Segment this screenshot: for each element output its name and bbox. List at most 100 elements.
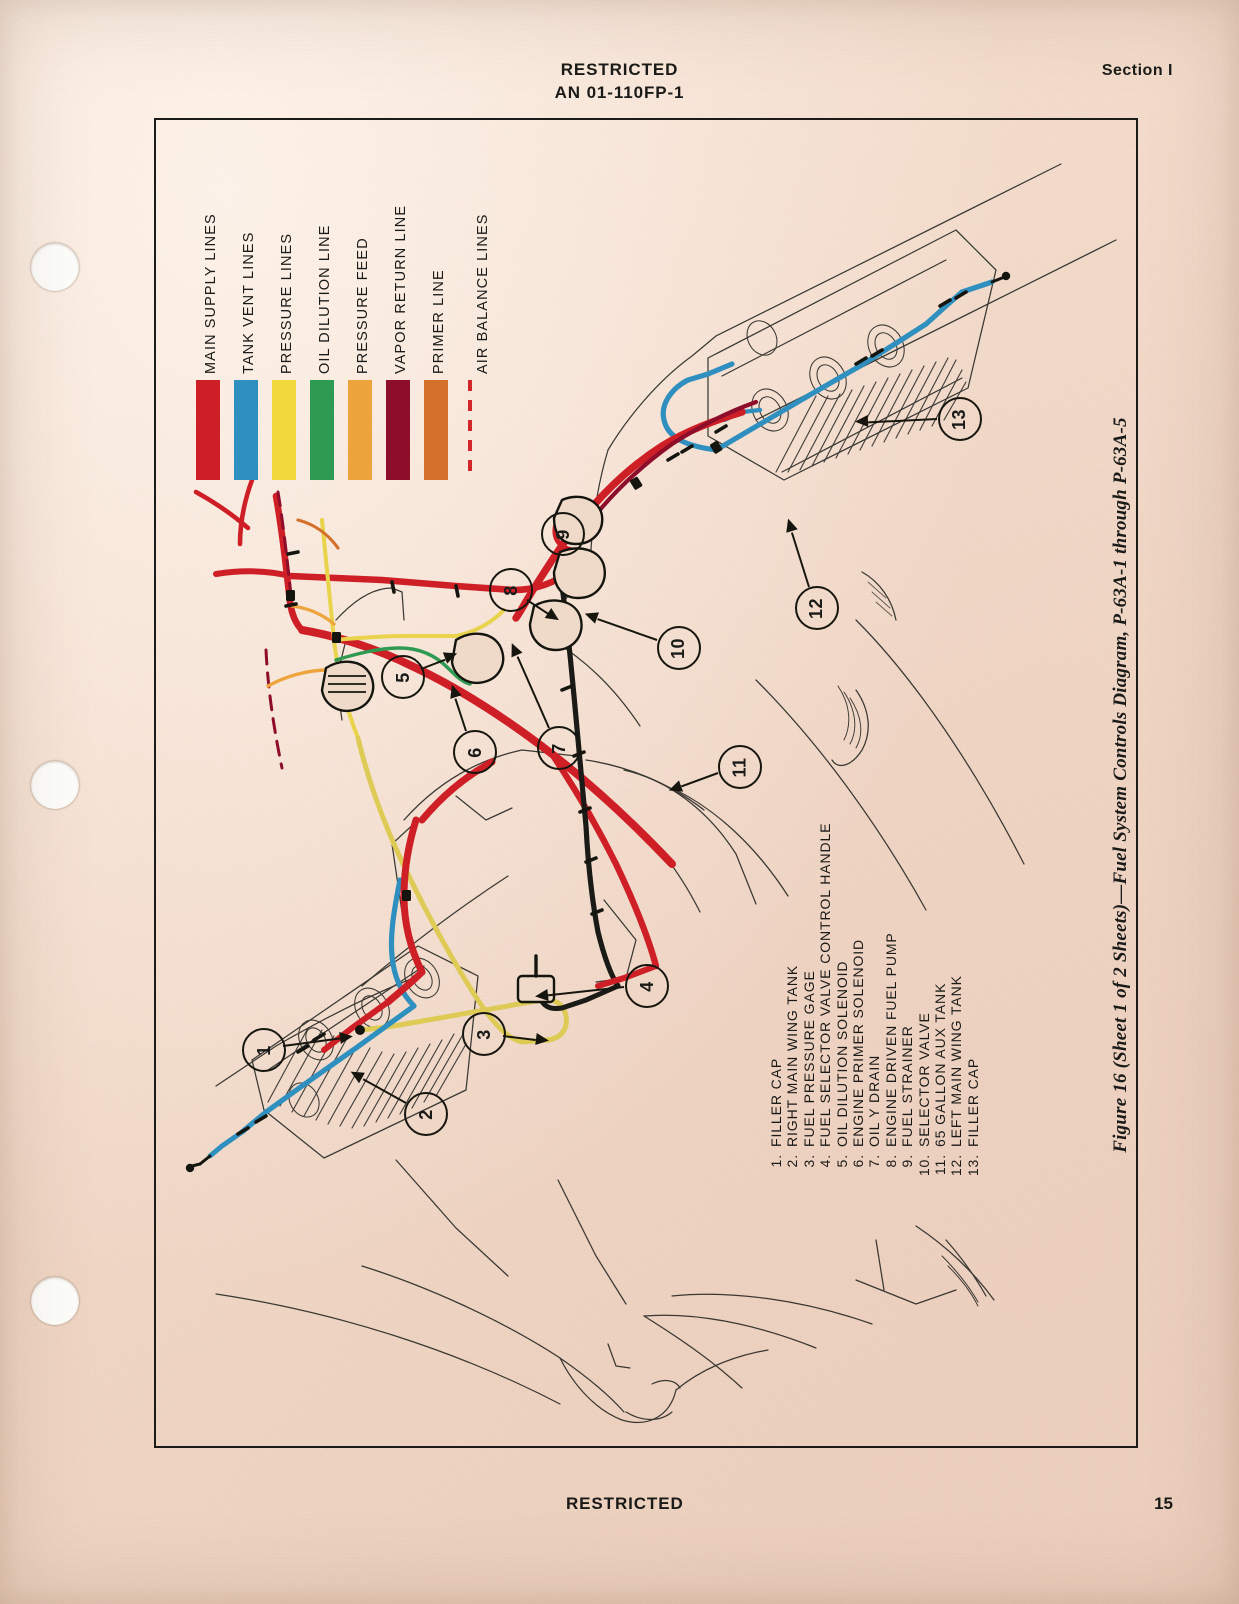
callout-number: 13	[949, 408, 970, 430]
callout-number: 2	[415, 1108, 436, 1120]
key-item-number: 4.	[817, 1154, 834, 1168]
legend-swatch	[424, 380, 448, 480]
header-classification: RESTRICTED	[560, 60, 679, 79]
key-list-item: 13. FILLER CAP	[965, 880, 981, 1180]
callout-number: 8	[500, 584, 521, 596]
legend-label: PRIMER LINE	[431, 269, 447, 374]
key-item-number: 12.	[948, 1154, 965, 1177]
key-item-label: LEFT MAIN WING TANK	[948, 975, 965, 1147]
legend-swatch-dashed	[468, 380, 472, 480]
callout-3: 3	[462, 1012, 506, 1056]
key-item-label: RIGHT MAIN WING TANK	[784, 964, 801, 1147]
legend: MAIN SUPPLY LINES TANK VENT LINES PRESSURE…	[196, 140, 496, 480]
key-item-label: ENGINE PRIMER SOLENOID	[850, 938, 867, 1147]
callout-arrowhead	[535, 1032, 550, 1047]
legend-label: PRESSURE FEED	[355, 237, 371, 374]
key-item-label: FILLER CAP	[768, 1057, 784, 1147]
callout-9: 9	[541, 512, 585, 556]
key-item-number: 7.	[866, 1154, 883, 1168]
key-list-item: 4. FUEL SELECTOR VALVE CONTROL HANDLE	[817, 823, 834, 1180]
callout-2: 2	[404, 1092, 448, 1136]
key-list-item: 9. FUEL STRAINER	[899, 880, 915, 1180]
legend-swatch	[386, 380, 410, 480]
legend-label: TANK VENT LINES	[241, 231, 257, 374]
key-item-label: FILLER CAP	[964, 1057, 981, 1147]
key-item-label: ENGINE DRIVEN FUEL PUMP	[882, 932, 899, 1147]
figure-caption-text: Figure 16 (Sheet 1 of 2 Sheets)—Fuel Sys…	[1110, 417, 1131, 1153]
footer-page-number: 15	[1154, 1494, 1173, 1513]
legend-swatch	[348, 380, 372, 480]
key-item-number: 5.	[833, 1154, 850, 1168]
key-item-number: 8.	[882, 1154, 899, 1168]
key-item-label: OIL DILUTION SOLENOID	[833, 960, 850, 1147]
callout-5: 5	[381, 655, 425, 699]
key-list-item: 11. 65 GALLON AUX TANK	[932, 880, 948, 1180]
aircraft-outline-drawing	[215, 163, 1117, 1424]
key-list-item: 8. ENGINE DRIVEN FUEL PUMP	[883, 880, 899, 1180]
key-list-item: 1. FILLER CAP	[768, 880, 784, 1180]
key-item-number: 3.	[800, 1154, 817, 1168]
callout-10: 10	[657, 626, 701, 670]
callout-7: 7	[537, 726, 581, 770]
key-item-label: SELECTOR VALVE	[915, 1012, 932, 1147]
legend-label: OIL DILUTION LINE	[317, 224, 333, 375]
key-list-item: 10. SELECTOR VALVE	[916, 880, 932, 1180]
key-list-item: 5. OIL DILUTION SOLENOID	[834, 880, 850, 1180]
figure-caption: Figure 16 (Sheet 1 of 2 Sheets)—Fuel Sys…	[1100, 120, 1142, 1450]
key-item-label: FUEL STRAINER	[899, 1025, 916, 1147]
callout-number: 6	[464, 746, 485, 758]
callout-number: 1	[253, 1044, 274, 1056]
callout-number: 11	[729, 756, 750, 778]
key-item-label: FUEL SELECTOR VALVE CONTROL HANDLE	[817, 822, 834, 1147]
key-list-item: 7. OIL Y DRAIN	[866, 880, 882, 1180]
punch-hole-top	[31, 243, 79, 291]
callout-arrowhead	[339, 1029, 354, 1044]
key-item-label: OIL Y DRAIN	[866, 1054, 883, 1147]
figure-frame: MAIN SUPPLY LINES TANK VENT LINES PRESSURE…	[154, 118, 1138, 1448]
legend-label: MAIN SUPPLY LINES	[203, 213, 219, 374]
legend-swatch	[310, 380, 334, 480]
callout-12: 12	[795, 586, 839, 630]
key-item-number: 9.	[899, 1154, 916, 1168]
key-item-number: 2.	[784, 1154, 801, 1168]
callout-number: 12	[806, 597, 827, 619]
legend-label: PRESSURE LINES	[279, 232, 295, 374]
callout-number: 5	[392, 671, 413, 683]
callout-11: 11	[718, 745, 762, 789]
key-item-number: 6.	[850, 1154, 867, 1168]
key-item-number: 10.	[915, 1154, 932, 1177]
legend-label: VAPOR RETURN LINE	[393, 204, 409, 374]
callout-number: 3	[473, 1028, 494, 1040]
legend-swatch	[196, 380, 220, 480]
legend-swatch	[272, 380, 296, 480]
key-list-item: 6. ENGINE PRIMER SOLENOID	[850, 880, 866, 1180]
callout-number: 10	[668, 637, 689, 659]
callout-4: 4	[625, 964, 669, 1008]
legend-swatch	[234, 380, 258, 480]
legend-label: AIR BALANCE LINES	[475, 213, 491, 374]
punch-hole-bottom	[31, 1277, 79, 1325]
callout-arrowhead	[854, 415, 869, 429]
callout-number: 7	[548, 742, 569, 754]
key-item-number: 11.	[932, 1154, 949, 1176]
callout-13: 13	[938, 397, 982, 441]
punch-hole-middle	[31, 761, 79, 809]
key-item-label: 65 GALLON AUX TANK	[932, 982, 949, 1147]
callout-1: 1	[242, 1028, 286, 1072]
callout-number: 4	[636, 980, 657, 992]
callout-6: 6	[453, 730, 497, 774]
key-list-item: 2. RIGHT MAIN WING TANK	[784, 880, 800, 1180]
header-document-number: AN 01-110FP-1	[554, 83, 685, 103]
figure-canvas: MAIN SUPPLY LINES TANK VENT LINES PRESSURE…	[156, 120, 1136, 1446]
callout-8: 8	[489, 568, 533, 612]
key-list-item: 12. LEFT MAIN WING TANK	[948, 880, 964, 1180]
callout-number: 9	[552, 528, 573, 540]
header-section-label: Section I	[1101, 62, 1173, 79]
fuel-line-schematic	[185, 271, 1011, 1173]
footer-classification: RESTRICTED	[566, 1494, 684, 1513]
key-item-number: 13.	[964, 1154, 981, 1177]
key-item-number: 1.	[768, 1154, 784, 1168]
